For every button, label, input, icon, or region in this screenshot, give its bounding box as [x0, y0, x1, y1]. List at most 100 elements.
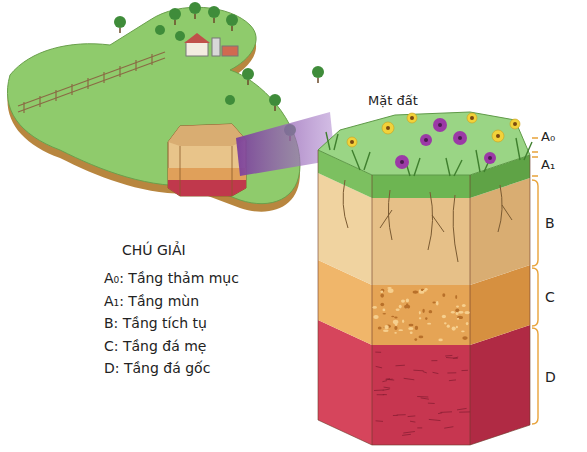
rock-crack	[397, 414, 406, 415]
gravel-dot	[462, 336, 467, 340]
gravel-dot	[394, 317, 397, 319]
legend-entry: B: Tầng tích tụ	[104, 316, 207, 331]
gravel-dot	[409, 324, 414, 326]
gravel-dot	[442, 315, 446, 318]
gravel-dot	[380, 303, 384, 306]
rock-crack	[376, 420, 383, 422]
gravel-dot	[444, 322, 447, 324]
rock-crack	[429, 419, 441, 420]
gravel-dot	[393, 320, 399, 324]
rock-crack	[404, 378, 415, 380]
rock-crack	[386, 379, 394, 381]
gravel-dot	[408, 327, 413, 330]
gravel-dot	[387, 287, 391, 289]
gravel-dot	[457, 318, 459, 320]
rock-crack	[431, 360, 437, 361]
gravel-dot	[410, 332, 413, 335]
gravel-dot	[394, 326, 397, 330]
rock-crack	[383, 389, 390, 390]
rock-crack	[446, 357, 458, 359]
surface-label: Mặt đất	[368, 94, 418, 108]
gravel-dot	[429, 310, 433, 313]
gravel-dot	[456, 312, 459, 315]
rock-crack	[444, 427, 453, 429]
rock-crack	[449, 379, 456, 381]
rock-crack	[382, 381, 387, 382]
rock-crack	[459, 411, 470, 412]
legend-entry: C: Tầng đá mẹ	[104, 339, 206, 354]
gravel-dot	[464, 311, 469, 314]
fence	[18, 52, 165, 113]
rock-crack	[410, 421, 415, 423]
gravel-dot	[383, 309, 386, 312]
rock-crack	[457, 408, 467, 410]
gravel-dot	[391, 316, 394, 318]
gravel-dot	[380, 291, 383, 293]
gravel-dot	[452, 327, 456, 331]
gravel-dot	[455, 295, 457, 299]
flowers	[347, 113, 520, 169]
landscape-island	[7, 2, 324, 212]
gravel-dot	[380, 294, 384, 298]
rock-crack	[428, 403, 435, 404]
gravel-dot	[457, 316, 463, 319]
gravel-dot	[419, 336, 424, 339]
gravel-dot	[399, 305, 402, 309]
rock-crack	[413, 370, 423, 372]
rock-crack	[423, 372, 427, 373]
block-edges	[318, 150, 530, 445]
gravel-dot	[451, 311, 455, 313]
legend-entry: A₀: Tầng thảm mục	[104, 271, 239, 286]
layer-code: B	[545, 216, 555, 231]
tree-trunks	[120, 14, 318, 141]
rock-crack	[417, 427, 422, 428]
trees	[114, 2, 324, 136]
gravel-dot	[442, 293, 445, 297]
rock-crack	[445, 355, 452, 357]
gravel-group	[373, 287, 471, 435]
gravel-dot	[425, 317, 427, 320]
rock-crack	[433, 372, 439, 373]
gravel-dot	[436, 301, 439, 305]
layer-brackets	[532, 138, 538, 424]
rock-crack	[453, 357, 458, 359]
rock-crack	[408, 415, 416, 417]
gravel-dot	[383, 330, 389, 332]
soil-cutout	[168, 124, 246, 196]
legend-entry: D: Tầng đá gốc	[104, 361, 210, 376]
gravel-dot	[461, 330, 465, 332]
gravel-dot	[466, 322, 469, 325]
layer-code: C	[545, 290, 555, 305]
gravel-dot	[396, 308, 400, 311]
rock-crack	[403, 432, 415, 434]
gravel-dot	[388, 289, 394, 293]
gravel-dot	[383, 313, 387, 315]
rock-crack	[396, 365, 405, 367]
farmhouse	[184, 33, 238, 56]
rock-crack	[375, 352, 381, 353]
layer-code: A₀	[541, 130, 555, 144]
gravel-dot	[381, 289, 385, 293]
gravel-dot	[419, 317, 421, 319]
gravel-dot	[373, 315, 378, 319]
soil-block	[318, 112, 532, 445]
gravel-dot	[414, 338, 417, 341]
legend-title: CHÚ GIẢI	[122, 243, 186, 258]
gravel-dot	[415, 326, 418, 330]
gravel-dot	[378, 326, 382, 329]
gravel-dot	[402, 320, 404, 323]
legend-entry: A₁: Tầng mùn	[104, 294, 199, 309]
layer-code: A₁	[541, 158, 555, 172]
gravel-dot	[422, 309, 424, 313]
roots	[343, 180, 512, 262]
layer-code: D	[545, 370, 556, 385]
rock-crack	[440, 411, 452, 413]
rock-crack	[417, 396, 428, 398]
gravel-dot	[456, 326, 458, 329]
gravel-dot	[413, 291, 419, 294]
rock-crack	[376, 366, 382, 368]
gravel-dot	[458, 311, 463, 314]
gravel-dot	[427, 323, 431, 325]
